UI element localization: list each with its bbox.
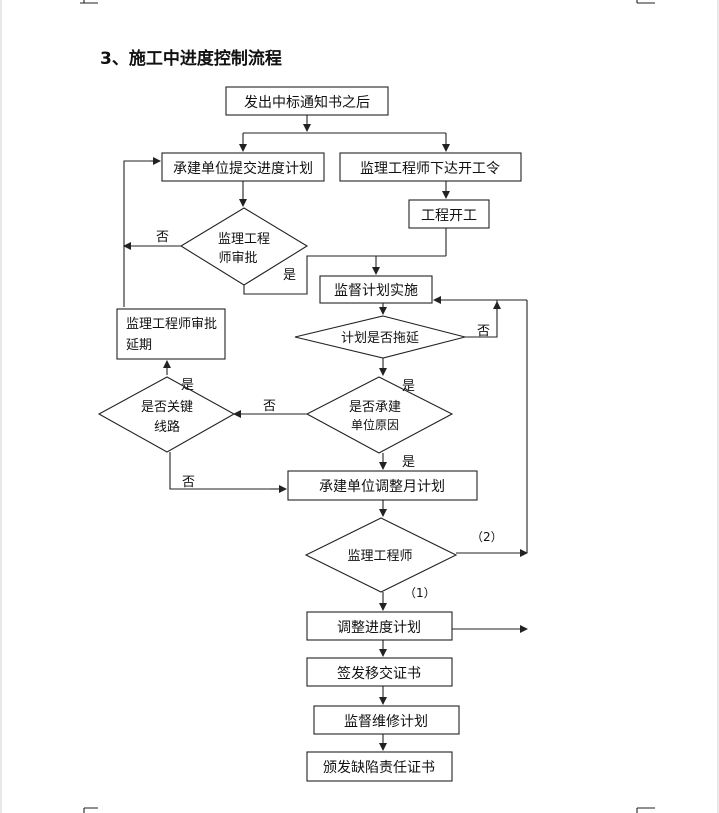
label-review-yes: 是: [283, 268, 296, 283]
label-option-1: （1）: [404, 586, 436, 600]
node-contractor-q: 是否承建 单位原因: [305, 376, 454, 454]
node-delayed-q-label: 计划是否拖延: [341, 331, 419, 346]
node-supervise: 监督计划实施: [319, 275, 433, 304]
node-issue-order: 监理工程师下达开工令: [339, 152, 522, 182]
line-critical-no: [169, 452, 284, 490]
label-contractor-yes: 是: [402, 455, 415, 470]
node-defect-cert-label: 颁发缺陷责任证书: [323, 760, 435, 776]
label-review-no: 否: [156, 230, 169, 245]
label-delayed-yes: 是: [402, 379, 415, 394]
node-defect-cert: 颁发缺陷责任证书: [306, 751, 453, 782]
node-engineer: 监理工程师: [304, 517, 458, 593]
node-review: 监理工程 师审批: [179, 207, 309, 286]
page-edge-right: [717, 0, 719, 813]
label-contractor-no: 否: [263, 399, 276, 414]
node-approve-extension: 监理工程师审批 延期: [116, 308, 226, 360]
node-transfer-cert: 签发移交证书: [306, 657, 453, 687]
node-start-work: 工程开工: [408, 199, 490, 229]
node-contractor-q-line1: 是否承建: [349, 400, 401, 415]
node-supervise-label: 监督计划实施: [334, 283, 418, 299]
node-review-line1: 监理工程: [218, 232, 270, 247]
node-start: 发出中标通知书之后: [225, 86, 389, 116]
corner-marks: [80, 0, 655, 813]
node-engineer-label: 监理工程师: [347, 549, 412, 564]
node-issue-order-label: 监理工程师下达开工令: [360, 161, 500, 177]
page-edge-left: [0, 0, 2, 813]
line-review-yes: [243, 255, 376, 295]
node-submit-plan: 承建单位提交进度计划: [161, 152, 325, 182]
node-adjust-monthly: 承建单位调整月计划: [287, 470, 478, 501]
label-critical-no: 否: [182, 475, 195, 490]
node-critical-q-line1: 是否关键: [141, 400, 193, 415]
connectors: [123, 115, 528, 751]
label-critical-yes: 是: [181, 378, 194, 393]
node-approve-extension-line1: 监理工程师审批: [126, 317, 217, 332]
node-adjust-schedule: 调整进度计划: [306, 611, 453, 641]
node-adjust-schedule-label: 调整进度计划: [337, 620, 421, 636]
label-option-2: （2）: [471, 530, 503, 544]
node-transfer-cert-label: 签发移交证书: [337, 665, 421, 682]
node-contractor-q-line2: 单位原因: [351, 417, 399, 432]
line-delayed-no: [465, 300, 498, 338]
node-adjust-monthly-label: 承建单位调整月计划: [319, 479, 445, 495]
node-maintenance-label: 监督维修计划: [344, 714, 428, 730]
node-approve-extension-line2: 延期: [126, 338, 152, 353]
node-review-line2: 师审批: [218, 251, 257, 266]
node-critical-q-line2: 线路: [154, 419, 180, 435]
node-critical-q: 是否关键 线路: [97, 376, 236, 453]
line-extension-loop: [123, 160, 160, 307]
node-delayed-q: 计划是否拖延: [294, 315, 466, 359]
node-maintenance: 监督维修计划: [313, 705, 460, 735]
section-title: 3、施工中进度控制流程: [100, 48, 282, 69]
edge-labels: 否 是 否 是 否 是 是 否 （1） （2）: [156, 230, 503, 600]
node-submit-plan-label: 承建单位提交进度计划: [173, 160, 313, 177]
label-delayed-no: 否: [477, 324, 490, 339]
node-start-work-label: 工程开工: [421, 208, 477, 224]
node-start-label: 发出中标通知书之后: [244, 94, 370, 111]
